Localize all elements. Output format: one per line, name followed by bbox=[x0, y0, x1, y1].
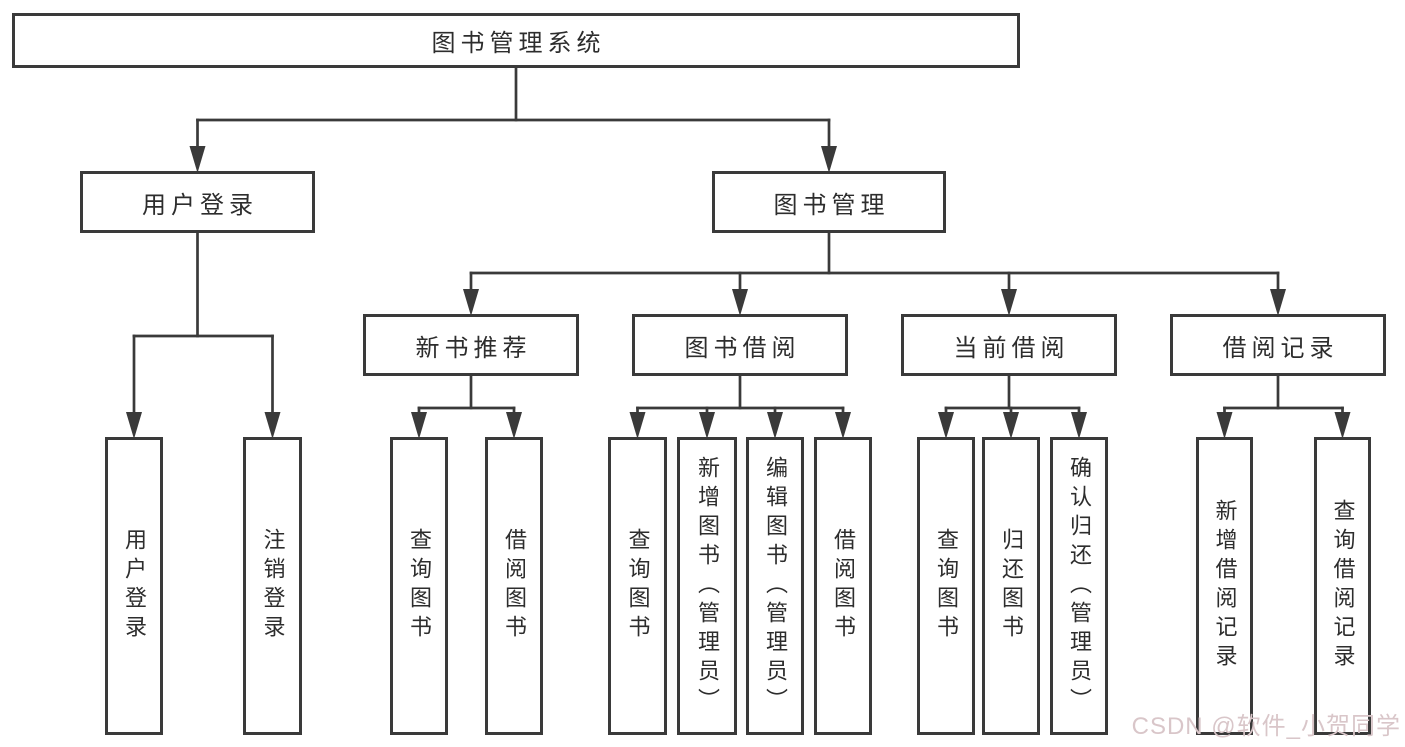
arrowhead-book-mgmt bbox=[821, 146, 837, 173]
node-leaf-query-book-2: 查询图书 bbox=[608, 437, 667, 735]
node-current-borrow: 当前借阅 bbox=[901, 314, 1117, 376]
arrowhead-current-borrow bbox=[1001, 289, 1017, 316]
node-leaf-query-record: 查询借阅记录 bbox=[1314, 437, 1371, 735]
node-root: 图书管理系统 bbox=[12, 13, 1020, 68]
arrowhead-borrow-records bbox=[1270, 289, 1286, 316]
arrowhead-leaf-add-record bbox=[1216, 412, 1233, 439]
arrowhead-leaf-query-record bbox=[1334, 412, 1351, 439]
node-leaf-edit-book: 编辑图书（管理员） bbox=[746, 437, 804, 735]
node-book-mgmt: 图书管理 bbox=[712, 171, 946, 233]
arrowhead-leaf-borrow-book-2 bbox=[835, 412, 851, 439]
node-leaf-query-book-3: 查询图书 bbox=[917, 437, 975, 735]
node-label-leaf-query-book-3: 查询图书 bbox=[934, 528, 959, 644]
node-label-borrow-records: 借阅记录 bbox=[1222, 334, 1339, 362]
node-label-leaf-query-record: 查询借阅记录 bbox=[1330, 499, 1356, 673]
node-label-book-borrow: 图书借阅 bbox=[684, 334, 801, 362]
node-leaf-confirm-return: 确认归还（管理员） bbox=[1050, 437, 1108, 735]
node-leaf-logout: 注销登录 bbox=[243, 437, 302, 735]
node-leaf-add-book: 新增图书（管理员） bbox=[677, 437, 737, 735]
node-label-leaf-logout: 注销登录 bbox=[260, 528, 286, 644]
node-label-leaf-borrow-book-2: 借阅图书 bbox=[831, 528, 856, 644]
node-label-leaf-add-record: 新增借阅记录 bbox=[1212, 499, 1238, 673]
arrowhead-leaf-return-book bbox=[1003, 412, 1019, 439]
node-label-new-book-rec: 新书推荐 bbox=[415, 334, 532, 362]
arrowhead-leaf-borrow-book-1 bbox=[506, 412, 522, 439]
node-leaf-borrow-book-2: 借阅图书 bbox=[814, 437, 872, 735]
node-book-borrow: 图书借阅 bbox=[632, 314, 848, 376]
node-leaf-user-login: 用户登录 bbox=[105, 437, 163, 735]
arrowhead-leaf-add-book bbox=[699, 412, 715, 439]
node-leaf-query-book-1: 查询图书 bbox=[390, 437, 448, 735]
arrowhead-book-borrow bbox=[732, 289, 748, 316]
node-user-login: 用户登录 bbox=[80, 171, 315, 233]
node-label-leaf-add-book: 新增图书（管理员） bbox=[695, 455, 720, 717]
node-label-current-borrow: 当前借阅 bbox=[953, 334, 1070, 362]
arrowhead-leaf-query-book-3 bbox=[938, 412, 954, 439]
node-label-leaf-query-book-2: 查询图书 bbox=[625, 528, 651, 644]
node-label-book-mgmt: 图书管理 bbox=[773, 191, 890, 219]
arrowhead-leaf-query-book-1 bbox=[411, 412, 427, 439]
node-label-leaf-query-book-1: 查询图书 bbox=[407, 528, 432, 644]
node-label-leaf-user-login: 用户登录 bbox=[122, 528, 147, 644]
node-label-user-login: 用户登录 bbox=[142, 191, 258, 219]
arrowhead-leaf-user-login bbox=[126, 412, 142, 439]
node-label-root: 图书管理系统 bbox=[431, 30, 606, 57]
node-leaf-return-book: 归还图书 bbox=[982, 437, 1040, 735]
node-label-leaf-edit-book: 编辑图书（管理员） bbox=[763, 455, 788, 717]
node-borrow-records: 借阅记录 bbox=[1170, 314, 1386, 376]
arrowhead-new-book-rec bbox=[463, 289, 479, 316]
arrowhead-user-login bbox=[189, 146, 206, 173]
arrowhead-leaf-edit-book bbox=[767, 412, 783, 439]
node-leaf-borrow-book-1: 借阅图书 bbox=[485, 437, 543, 735]
node-leaf-add-record: 新增借阅记录 bbox=[1196, 437, 1253, 735]
node-label-leaf-confirm-return: 确认归还（管理员） bbox=[1067, 455, 1092, 717]
node-label-leaf-return-book: 归还图书 bbox=[999, 528, 1024, 644]
arrowhead-leaf-query-book-2 bbox=[629, 412, 646, 439]
arrowhead-leaf-logout bbox=[264, 412, 281, 439]
node-label-leaf-borrow-book-1: 借阅图书 bbox=[502, 528, 527, 644]
arrowhead-leaf-confirm-return bbox=[1071, 412, 1087, 439]
node-new-book-rec: 新书推荐 bbox=[363, 314, 579, 376]
watermark: CSDN @软件_小贺同学 bbox=[1131, 713, 1401, 740]
